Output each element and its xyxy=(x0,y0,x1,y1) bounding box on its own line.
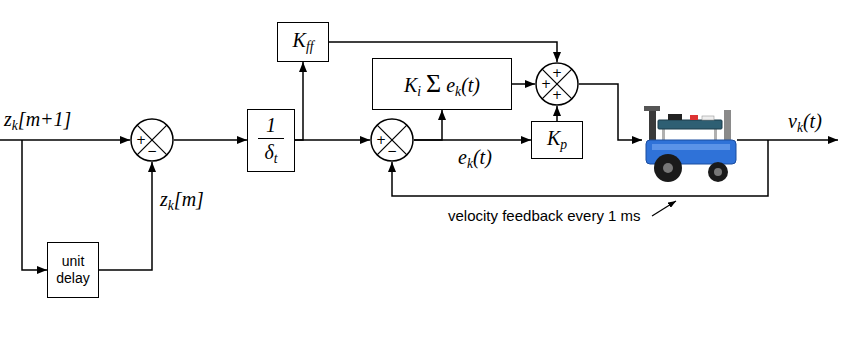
signal-connector xyxy=(414,139,531,141)
block-text: Kp xyxy=(547,127,567,153)
annotation-text: velocity feedback every 1 ms xyxy=(448,207,641,225)
subscript: t xyxy=(274,151,278,166)
subscript: k xyxy=(168,198,174,213)
command-wire xyxy=(579,84,642,140)
delay-branch-wire xyxy=(22,140,47,270)
proportional-gain-block: Kp xyxy=(531,121,583,159)
large-symbol: Σ xyxy=(426,69,441,98)
summing-junction: +− xyxy=(130,118,174,162)
block-text: Ki Σ ek(t) xyxy=(404,69,480,100)
block-text: δt xyxy=(264,141,277,167)
robot-illustration xyxy=(644,106,736,182)
leader-arrow xyxy=(652,201,676,216)
signal-label: ek(t) xyxy=(458,146,492,172)
sign-symbol: + xyxy=(552,67,562,79)
sign-symbol: + xyxy=(136,134,146,146)
signal-connector xyxy=(512,83,535,85)
subscript: k xyxy=(797,120,803,135)
block-text: Kff xyxy=(293,29,314,55)
subscript: p xyxy=(560,138,567,153)
output-wire xyxy=(737,139,838,141)
rate-gain-block: 1 δt xyxy=(247,109,295,172)
subscript: i xyxy=(417,84,421,99)
signal-connector xyxy=(556,106,558,121)
feedforward-gain-block: Kff xyxy=(277,22,329,62)
fraction-bar xyxy=(258,138,284,139)
sign-symbol: + xyxy=(541,78,551,90)
signal-label: zk[m] xyxy=(160,188,204,214)
delay-block: unit delay xyxy=(47,242,99,298)
sign-symbol: + xyxy=(552,89,562,101)
signal-connector xyxy=(414,110,442,140)
subscript: k xyxy=(467,156,473,171)
signal-label: vk(t) xyxy=(788,110,822,136)
signal-connector xyxy=(295,62,303,140)
block-text: unit delay xyxy=(52,253,94,287)
signal-connector xyxy=(99,162,152,270)
subscript: ff xyxy=(306,40,314,55)
summing-junction: +− xyxy=(370,118,414,162)
subscript: k xyxy=(12,118,18,133)
integral-gain-block: Ki Σ ek(t) xyxy=(372,58,512,110)
input-wire xyxy=(0,139,130,141)
signal-connector xyxy=(174,139,247,141)
sign-symbol: + xyxy=(376,134,386,146)
signal-label: zk[m+1] xyxy=(4,108,71,134)
block-text: 1 xyxy=(266,114,276,136)
sign-symbol: − xyxy=(147,145,157,157)
sign-symbol: − xyxy=(387,145,397,157)
summing-junction: +++ xyxy=(535,62,579,106)
subscript: k xyxy=(455,84,461,99)
signal-connector xyxy=(295,139,370,141)
